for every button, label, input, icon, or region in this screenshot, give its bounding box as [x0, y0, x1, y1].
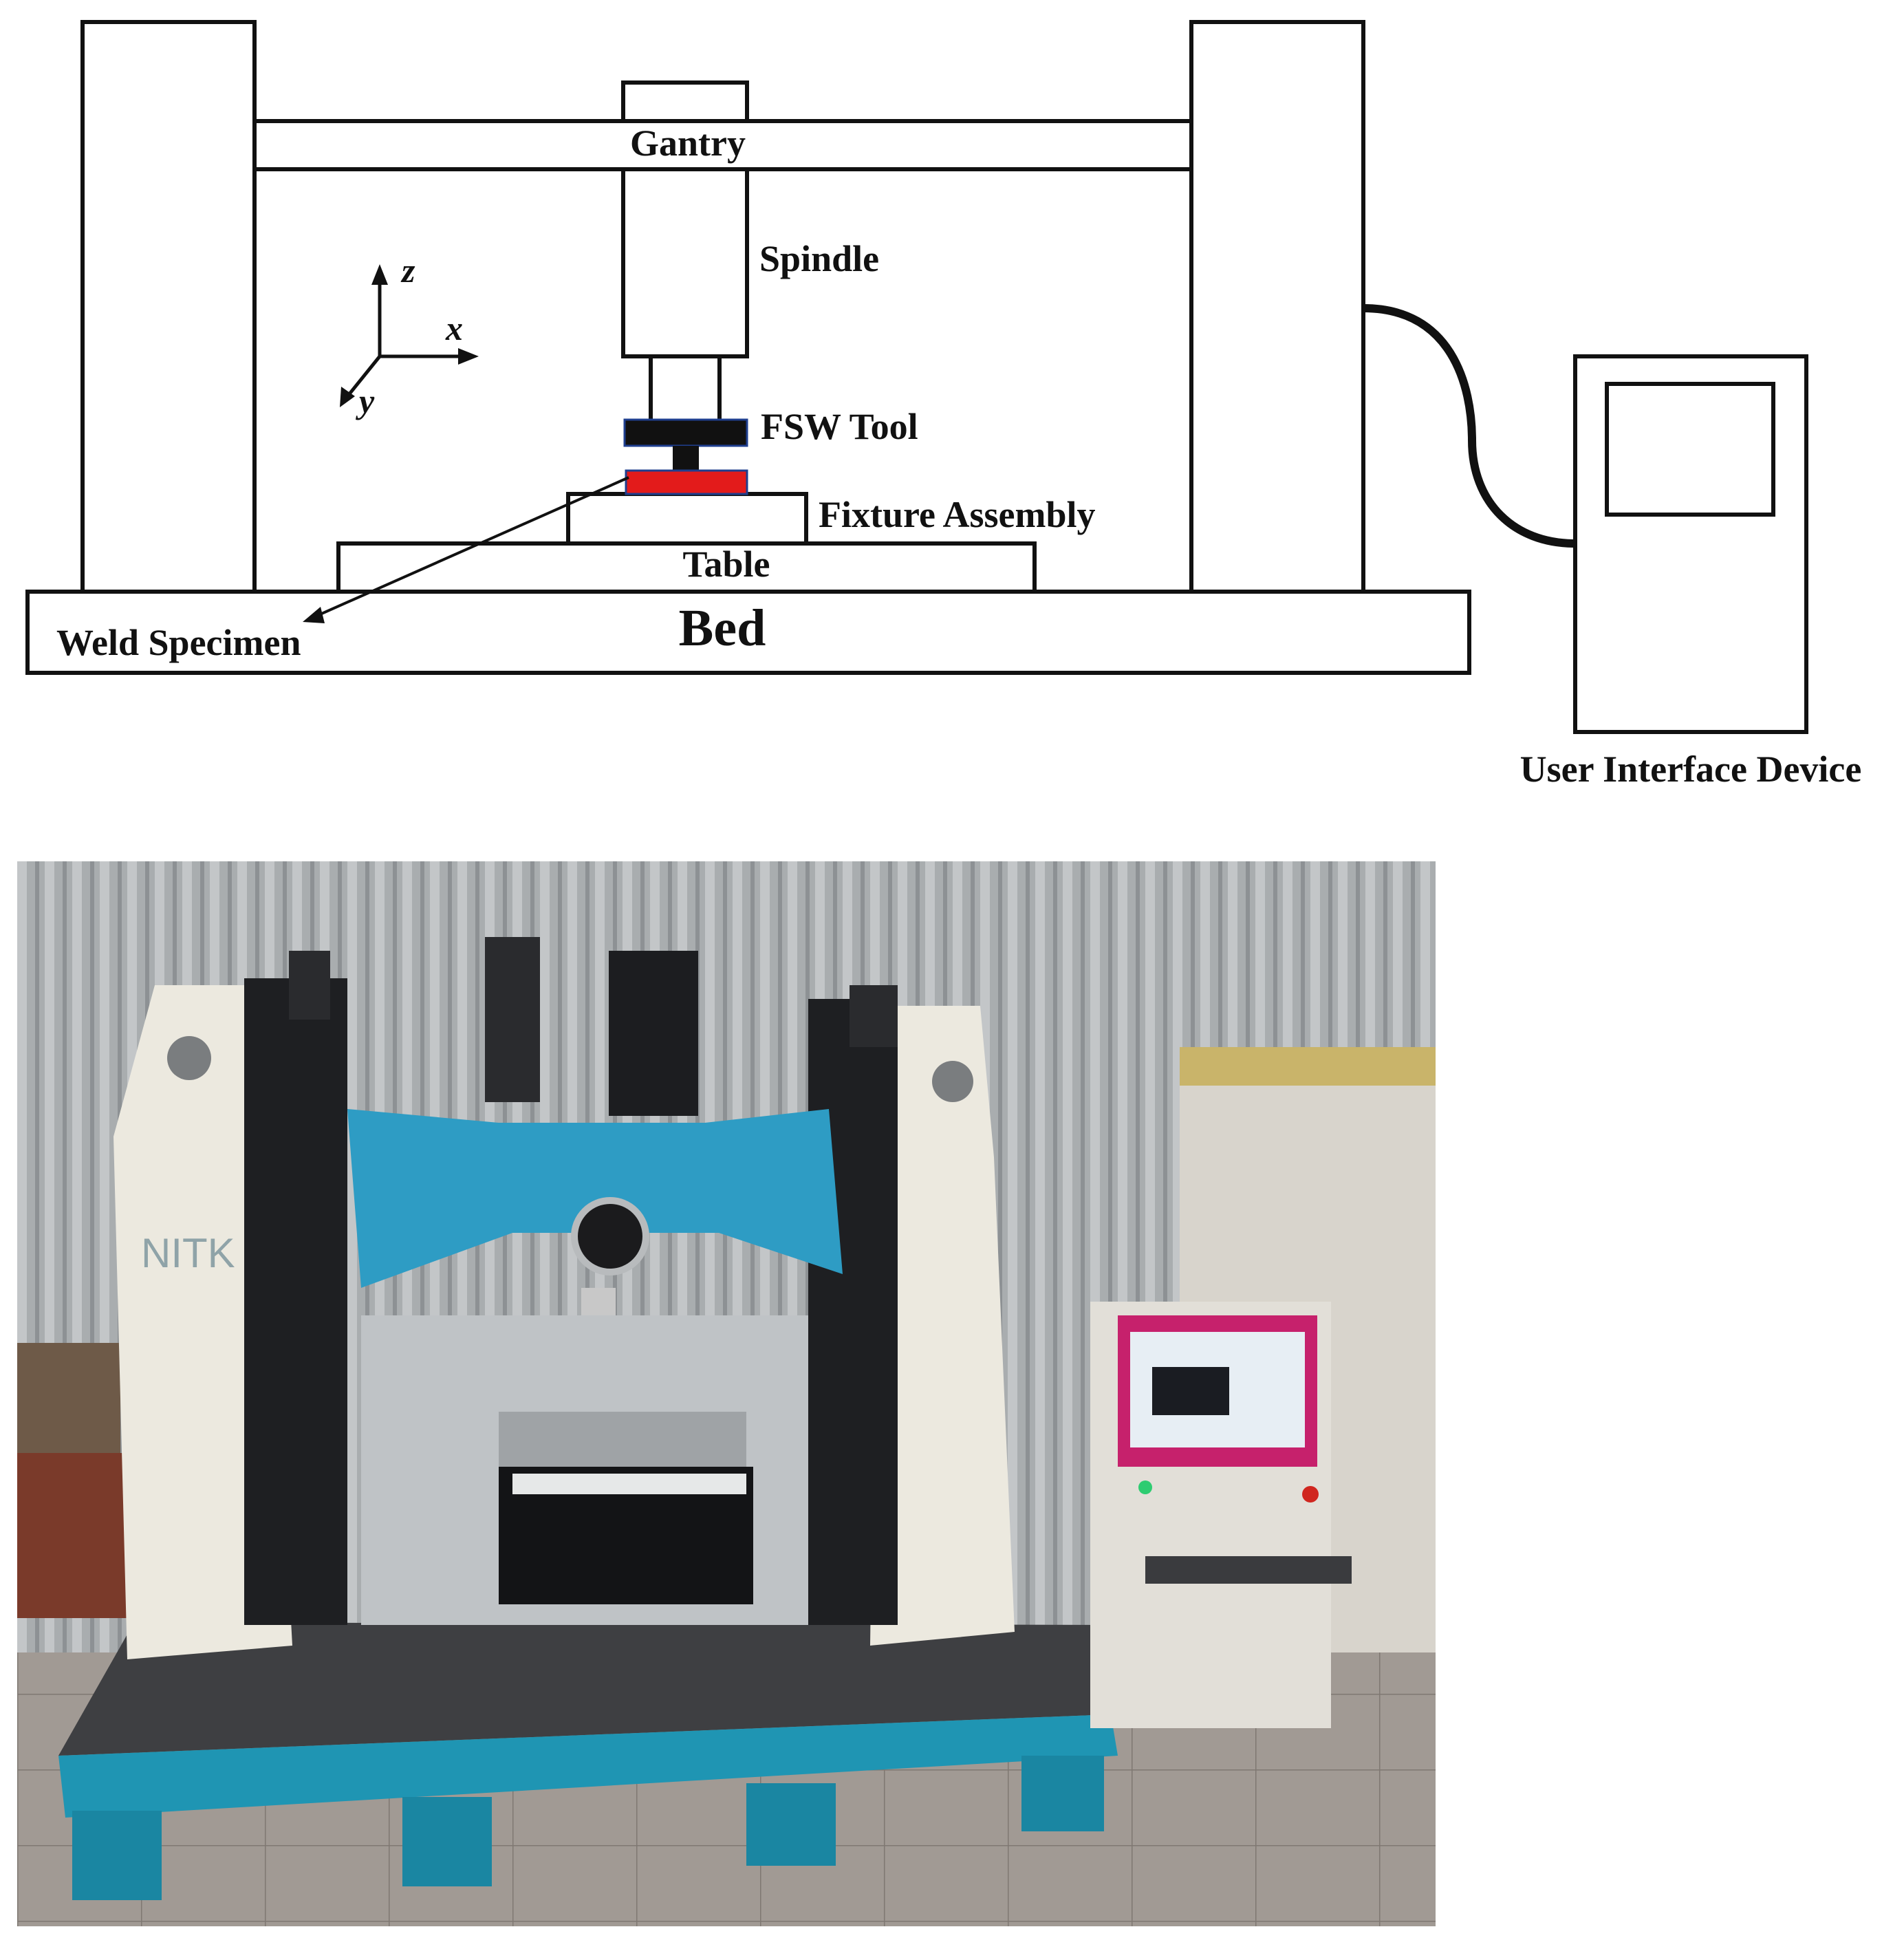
console-chart: [1152, 1367, 1229, 1415]
z-arrowhead: [371, 264, 388, 285]
weld-specimen-arrow: [312, 476, 629, 619]
fsw-tool-pin: [673, 446, 699, 471]
label-user-interface-device: User Interface Device: [1520, 749, 1862, 790]
console-red-button: [1302, 1486, 1319, 1503]
axis-x-label: x: [445, 309, 463, 347]
x-arrowhead: [458, 348, 479, 365]
weld-specimen: [625, 469, 748, 495]
work-table-photo: [499, 1412, 746, 1467]
wooden-rack: [17, 1453, 127, 1618]
label-spindle: Spindle: [759, 238, 879, 279]
label-weld-specimen: Weld Specimen: [56, 622, 301, 663]
label-table: Table: [682, 543, 770, 585]
yellow-stripe: [1180, 1047, 1436, 1086]
label-gantry: Gantry: [630, 122, 746, 164]
label-fixture-assembly: Fixture Assembly: [819, 494, 1096, 535]
gantry-beam-photo: [347, 1109, 843, 1288]
gantry-port: [571, 1197, 649, 1275]
right-column: [1189, 20, 1365, 594]
fixture-assembly: [566, 492, 808, 546]
base-foot-4: [1021, 1756, 1104, 1831]
table-light-band: [512, 1474, 746, 1494]
fsw-tool-head: [623, 418, 748, 447]
right-column-photo: [870, 1006, 1015, 1646]
label-bed: Bed: [679, 599, 766, 657]
console-keyboard: [1145, 1556, 1352, 1584]
column-marking: NITK: [141, 1230, 235, 1276]
right-motor: [850, 985, 898, 1047]
machine-schematic: z x y Gantry Spindle FSW Tool Fixture As…: [0, 0, 1904, 826]
spindle-cap: [621, 80, 749, 123]
center-left-motor: [485, 937, 540, 1102]
weld-specimen-arrowhead: [303, 607, 325, 623]
right-column-hole: [932, 1061, 973, 1102]
spindle-body: [621, 167, 749, 358]
base-foot-1: [72, 1811, 162, 1900]
axis-y-label: y: [356, 382, 375, 420]
base-foot-2: [402, 1797, 492, 1886]
y-arrowhead: [340, 387, 355, 407]
spindle-motor: [609, 951, 698, 1116]
machine-bed-top: [58, 1622, 1118, 1756]
axes-triad: [344, 275, 468, 400]
left-guide: [244, 978, 347, 1625]
base-foot-3: [746, 1783, 836, 1866]
left-column-hole: [167, 1036, 211, 1080]
axis-z-label: z: [400, 251, 415, 290]
ui-device-screen: [1605, 382, 1775, 517]
machine-base: [58, 1714, 1118, 1818]
console-green-button: [1138, 1480, 1152, 1494]
left-column: [80, 20, 257, 594]
cable: [1363, 304, 1576, 548]
label-fsw-tool: FSW Tool: [761, 406, 918, 447]
fsw-machine-photo: NITK: [17, 861, 1436, 1926]
bed: [25, 590, 1471, 675]
right-guide: [808, 999, 898, 1625]
left-motor: [289, 951, 330, 1020]
